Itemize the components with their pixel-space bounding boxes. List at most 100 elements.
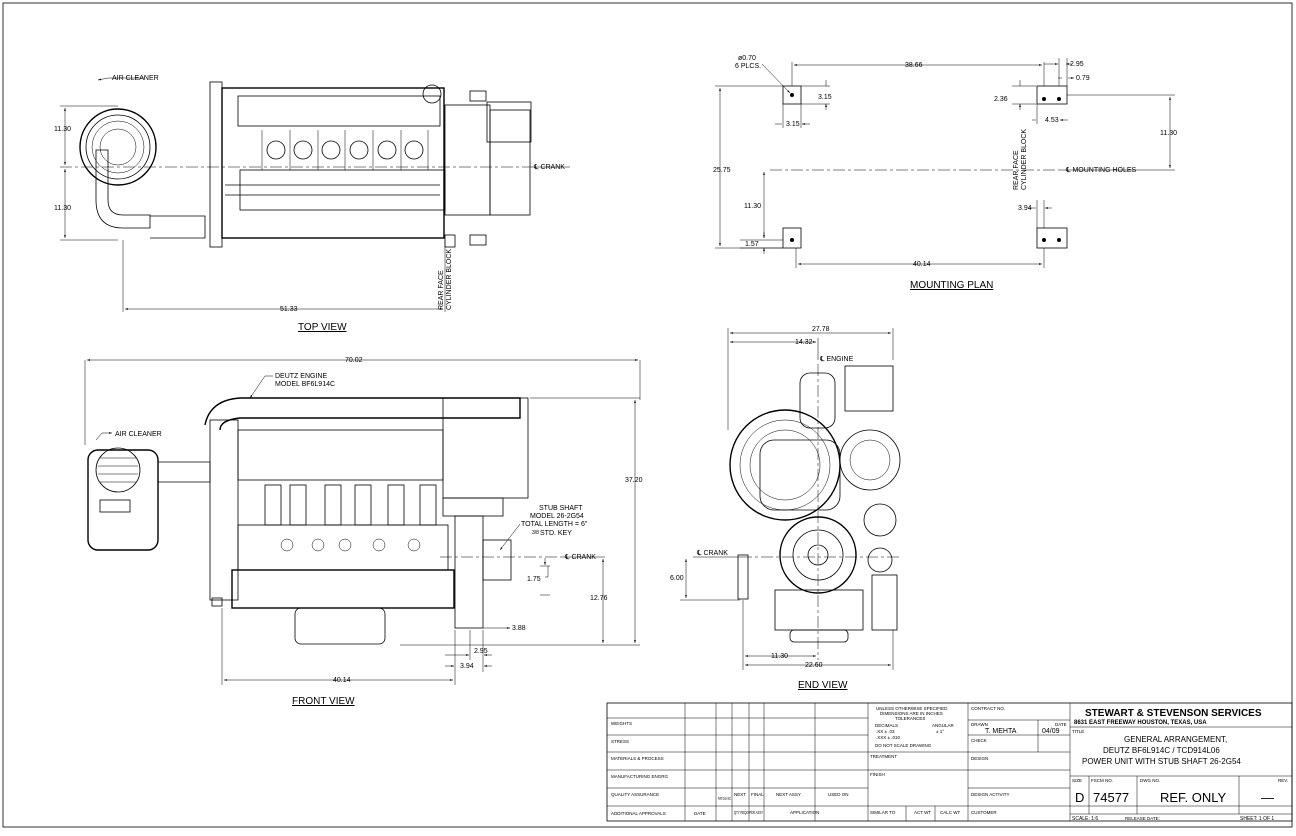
top-view-title: TOP VIEW [298,322,347,333]
fv-stub-2: MODEL 26-2G54 [530,513,584,520]
mp-dim-2-36: 2.36 [994,96,1008,103]
top-rear-face-1: REAR FACE [438,270,445,310]
tb-dwg-label: DWG NO. [1140,778,1160,783]
top-dim-upper: 11.30 [54,126,71,133]
mp-dim-3-15-v: 3.15 [818,94,832,101]
mp-dim-40-14: 40.14 [913,261,931,268]
tb-left-row-3: MANUFACTURING ENGRG [611,774,669,779]
tb-tol-3: TOLERANCES [895,716,925,721]
tb-check: CHECK [971,738,987,743]
tb-design: DESIGN [971,756,988,761]
fv-dim-3-94: 3.94 [460,663,474,670]
top-view: ℄ CRANK 11.30 11.30 AIR CLEANER 51.33 RE… [54,75,570,333]
tb-left-row-1: STRESS [611,739,629,744]
mp-hole-2: 6 PLCS. [735,63,761,70]
ev-engine: ℄ ENGINE [819,356,854,363]
tb-tol-2: DIMENSIONS ARE IN INCHES [880,711,943,716]
ev-dim-14-32: 14.32 [795,339,813,346]
tb-title-3: POWER UNIT WITH STUB SHAFT 26-2G54 [1082,757,1241,766]
fv-dim-1-75: 1.75 [527,576,541,583]
tb-rev: — [1261,790,1274,805]
mounting-plan: ℄ MOUNTING HOLES ø0.70 6 PLCS. 38.66 2.9… [713,55,1177,291]
fv-dim-37-20: 37.20 [625,477,643,484]
front-view-title: FRONT VIEW [292,696,355,707]
mp-dim-1-57: 1.57 [745,241,759,248]
top-dim-lower: 11.30 [54,205,71,212]
engine-top-drawing [209,81,532,248]
ev-crank: ℄ CRANK [696,550,728,557]
top-air-cleaner-label: AIR CLEANER [112,75,159,82]
tb-drawn: DRAWN [971,722,988,727]
tb-title-label: TITLE [1072,729,1084,734]
mp-mounting-holes: ℄ MOUNTING HOLES [1065,167,1137,174]
ev-dim-27-78: 27.78 [812,326,830,333]
end-view: 27.78 14.32 ℄ ENGINE [670,326,901,691]
tb-fscm-label: FSCM NO. [1091,778,1113,783]
tb-calc-wt: CALC WT [940,810,961,815]
tb-similar-to: SIMILAR TO [870,810,896,815]
tb-final: FINAL [751,792,764,797]
tb-rev-label: REV. [1278,778,1288,783]
tb-no-scale: DO NOT SCALE DRAWING [875,743,932,748]
tb-dwg: REF. ONLY [1160,790,1227,805]
fv-dim-12-76: 12.76 [590,595,608,602]
tb-customer: CUSTOMER [971,810,997,815]
fv-stub-4: STD. KEY [540,530,572,537]
fv-dim-3-88: 3.88 [512,625,526,632]
fv-dim-70-02: 70.02 [345,357,363,364]
front-view: 70.02 DEUTZ ENGINE MODEL BF6L914C AIR CL… [84,357,643,707]
tb-scale: SCALE: 1:6 [1072,816,1098,822]
tb-size-label: SIZE [1072,778,1082,783]
fv-dim-40-14: 40.14 [333,677,351,684]
tb-drawn-date: 04/09 [1042,728,1060,735]
tb-sheet: SHEET: 1 OF 1 [1240,816,1274,822]
mp-dim-4-53: 4.53 [1045,117,1059,124]
top-dim-length: 51.33 [280,306,298,313]
mp-dim-38-66: 38.66 [905,62,923,69]
mp-dim-0-79: 0.79 [1076,75,1090,82]
engine-front-drawing [204,397,529,645]
mp-dim-11-30-l: 11.30 [744,203,761,210]
mount-hole-bl [782,227,802,249]
top-crank-label: ℄ CRANK [533,164,565,171]
fv-air-cleaner-label: AIR CLEANER [115,431,162,438]
tb-company: STEWART & STEVENSON SERVICES [1085,708,1262,719]
tb-address: 8631 EAST FREEWAY HOUSTON, TEXAS, USA [1074,720,1207,726]
tb-next: NEXT [734,792,746,797]
mounting-plan-title: MOUNTING PLAN [910,280,993,291]
air-cleaner-drawing [79,108,157,229]
ev-dim-22-60: 22.60 [805,662,823,669]
tb-contract-no: CONTRACT NO. [971,706,1005,711]
mp-rear-face-2: CYLINDER BLOCK [1021,129,1028,190]
mount-hole-br [1036,227,1068,249]
tb-title-1: GENERAL ARRANGEMENT, [1124,735,1227,744]
tb-treatment: TREATMENT [870,754,897,759]
tb-application: APPLICATION [790,810,819,815]
tb-left-row-5: ADDITIONAL APPROVALS [611,811,666,816]
tb-angular: ANGULAR [932,723,955,728]
fv-stub-3: TOTAL LENGTH = 6" [521,521,588,528]
tb-used-on: USED ON [828,792,849,797]
tb-part-dash-no: PART DASH NO. [718,796,731,801]
end-view-title: END VIEW [798,680,848,691]
tb-left-row-4: QUALITY ASSURANCE [611,792,659,797]
tb-date-label: DATE [694,811,706,816]
title-block: WEIGHTS STRESS MATERIALS & PROCESS MANUF… [606,702,1293,822]
tb-design-activity: DESIGN ACTIVITY [971,792,1010,797]
tb-drawn-name: T. MEHTA [985,728,1017,735]
fv-crank: ℄ CRANK [564,554,596,561]
mp-dim-3-94: 3.94 [1018,205,1032,212]
tb-release-date: RELEASE DATE: [1125,816,1160,821]
fv-dim-2-95: 2.95 [474,648,488,655]
tb-act-wt: ACT WT [914,810,931,815]
tb-date-col: DATE [1055,722,1067,727]
tb-qty-reqd: QTY REQD PER ASSY [734,810,763,815]
tb-dec-xx: .XX ± .03 [876,729,895,734]
tb-decimals: DECIMALS [875,723,898,728]
fv-engine-1: DEUTZ ENGINE [275,373,327,380]
tb-next-assy: NEXT ASSY [776,792,801,797]
mp-hole-1: ø0.70 [738,55,756,62]
fv-stub-frac: 3/8 [532,530,539,536]
